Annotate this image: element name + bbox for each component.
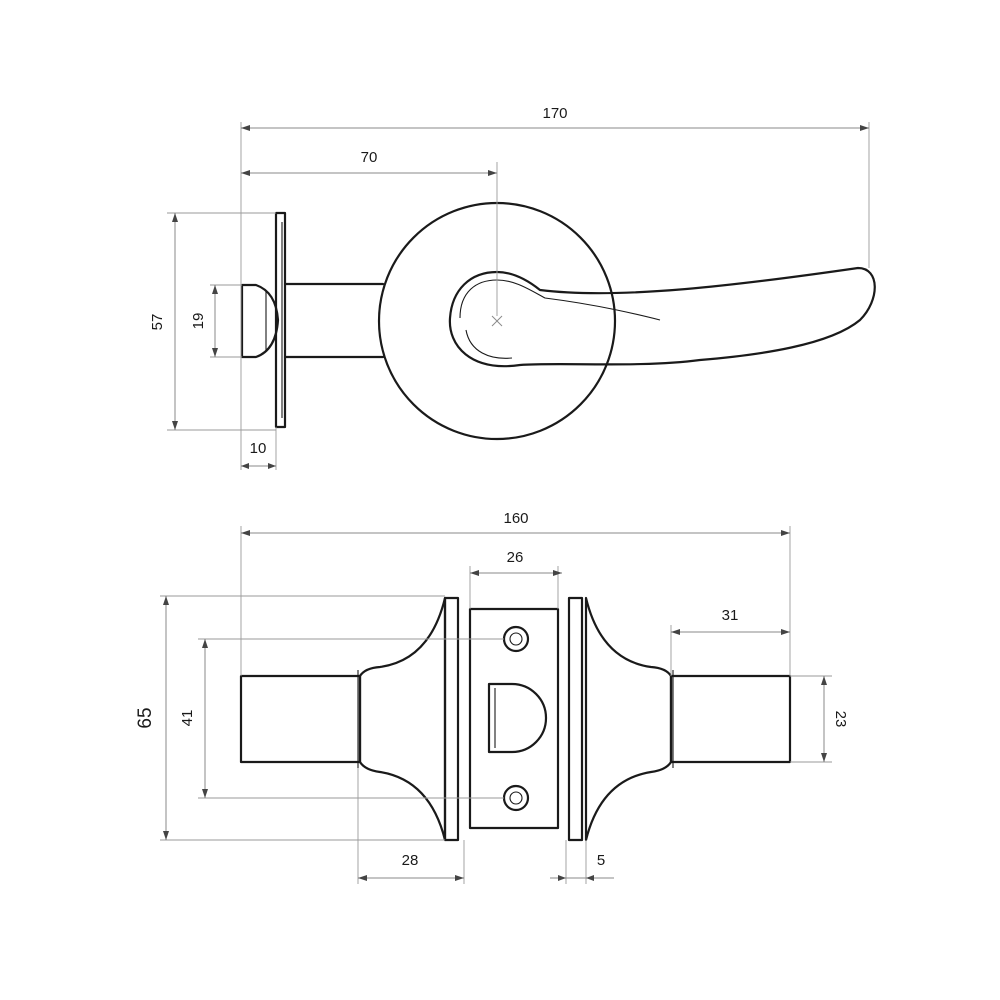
right-rose xyxy=(584,596,673,842)
dim-160: 160 xyxy=(503,510,528,527)
bottom-view-dimensions: 160 26 31 65 41 23 28 5 xyxy=(135,510,849,884)
left-plate xyxy=(443,596,460,842)
dim-23: 23 xyxy=(832,711,849,728)
right-shaft xyxy=(669,674,792,764)
dim-31: 31 xyxy=(722,607,739,624)
dim-70: 70 xyxy=(361,149,378,166)
latch-opening xyxy=(487,682,548,754)
dim-65: 65 xyxy=(135,707,156,728)
face-plate xyxy=(274,211,287,429)
dim-26: 26 xyxy=(507,549,524,566)
left-rose xyxy=(358,596,447,842)
right-plate xyxy=(567,596,584,842)
latch-body xyxy=(468,607,560,830)
dim-5: 5 xyxy=(597,852,605,869)
dim-28: 28 xyxy=(402,852,419,869)
dim-57: 57 xyxy=(149,314,166,331)
left-shaft xyxy=(239,674,362,764)
lever-outline xyxy=(448,266,876,368)
dim-10: 10 xyxy=(250,440,267,457)
latch-bolt xyxy=(240,283,280,359)
dim-170: 170 xyxy=(542,105,567,122)
top-view xyxy=(240,201,876,441)
screw-hole-bottom xyxy=(502,784,530,812)
bottom-view xyxy=(239,596,792,842)
lever-highlight xyxy=(459,279,661,321)
screw-hole-top xyxy=(502,625,530,653)
dim-41: 41 xyxy=(179,710,196,727)
lever-inner-ring xyxy=(465,329,513,359)
dim-19: 19 xyxy=(190,313,207,330)
top-view-dimensions: 170 70 57 19 10 xyxy=(149,105,870,470)
